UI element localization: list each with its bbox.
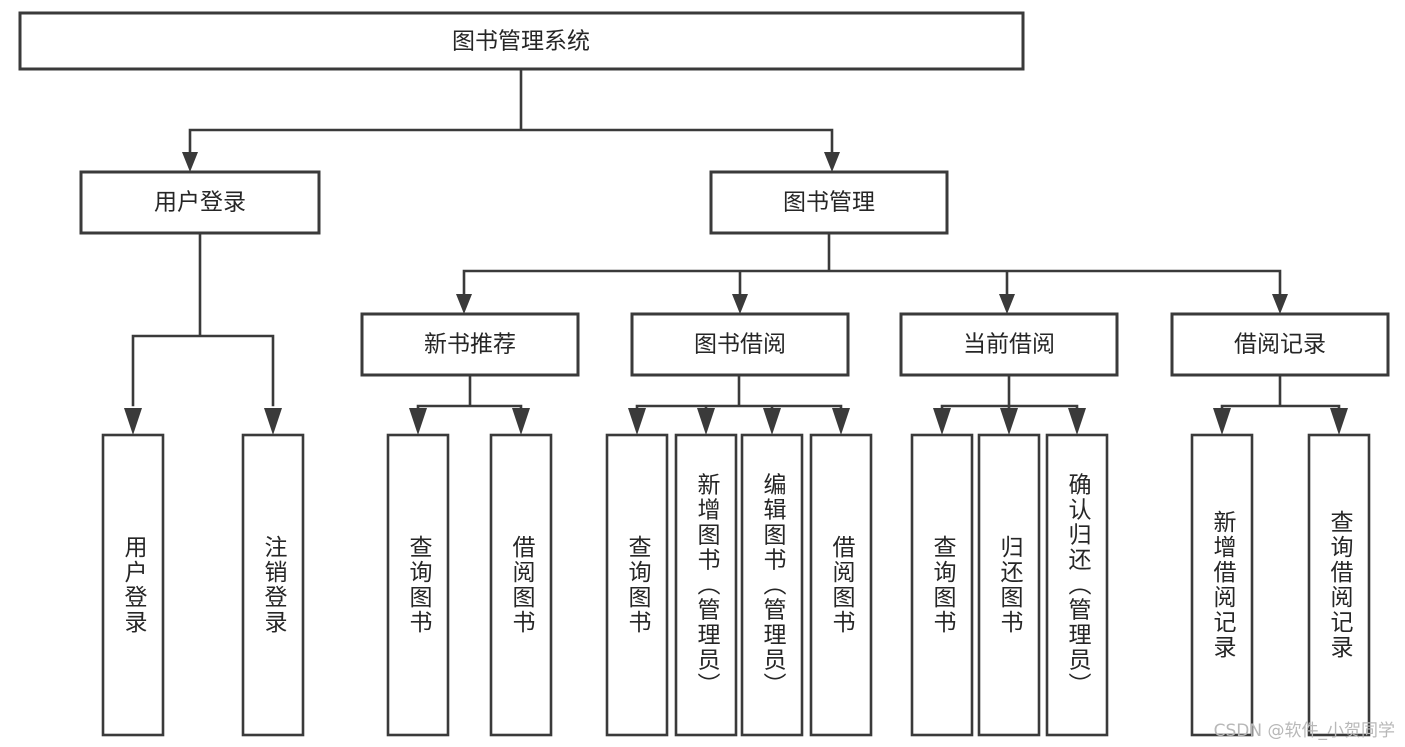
connector-borrow-record-to-leaves bbox=[1220, 373, 1341, 417]
node-leaf-edit-book-label: 编辑图书（管理员） bbox=[759, 473, 787, 698]
node-root-box[interactable] bbox=[18, 11, 1025, 71]
node-leaf-logout-login[interactable]: 注销登录 bbox=[241, 433, 305, 737]
node-leaf-borrow-book-2-label: 借阅图书 bbox=[828, 535, 856, 635]
node-leaf-query-book-3[interactable]: 查询图书 bbox=[910, 433, 974, 737]
node-leaf-confirm-return-box[interactable] bbox=[1045, 433, 1109, 737]
node-leaf-query-book-3-label: 查询图书 bbox=[929, 535, 957, 635]
node-book-borrow-label: 图书借阅 bbox=[694, 332, 786, 358]
node-leaf-logout-login-box[interactable] bbox=[241, 433, 305, 737]
node-root-label: 图书管理系统 bbox=[452, 29, 590, 55]
node-leaf-user-login-box[interactable] bbox=[101, 433, 165, 737]
arrow-to-book-borrow bbox=[732, 294, 748, 314]
node-leaf-return-book-label: 归还图书 bbox=[996, 535, 1024, 635]
connector-book-manage-to-level2 bbox=[462, 231, 1282, 304]
node-current-borrow-label: 当前借阅 bbox=[963, 332, 1055, 358]
connector-new-book-to-leaves bbox=[416, 373, 523, 417]
node-leaf-confirm-return[interactable]: 确认归还（管理员） bbox=[1045, 433, 1109, 737]
node-leaf-add-record-box[interactable] bbox=[1190, 433, 1254, 737]
node-new-book-recommend[interactable]: 新书推荐 bbox=[360, 312, 580, 377]
node-new-book-recommend-label: 新书推荐 bbox=[424, 332, 516, 358]
node-leaf-borrow-book-1-box[interactable] bbox=[489, 433, 553, 737]
connector-root-to-level1 bbox=[188, 67, 834, 162]
node-leaf-query-record[interactable]: 查询借阅记录 bbox=[1307, 433, 1371, 737]
arrow-root-to-book-manage bbox=[824, 152, 840, 172]
arrow-to-leaf-confirm-return bbox=[1068, 408, 1086, 435]
node-book-manage-box[interactable] bbox=[709, 170, 949, 235]
node-leaf-add-book-box[interactable] bbox=[674, 433, 738, 737]
arrow-to-leaf-query-book-2 bbox=[628, 408, 646, 435]
arrow-to-leaf-borrow-book-1 bbox=[512, 408, 530, 435]
node-leaf-edit-book[interactable]: 编辑图书（管理员） bbox=[740, 433, 804, 737]
node-current-borrow-box[interactable] bbox=[899, 312, 1119, 377]
node-leaf-add-record-label: 新增借阅记录 bbox=[1209, 510, 1237, 660]
node-leaf-query-book-1[interactable]: 查询图书 bbox=[386, 433, 450, 737]
node-leaf-add-book-label: 新增图书（管理员） bbox=[693, 473, 721, 698]
arrow-to-new-book-recommend bbox=[456, 294, 472, 314]
node-new-book-recommend-box[interactable] bbox=[360, 312, 580, 377]
node-leaf-add-record[interactable]: 新增借阅记录 bbox=[1190, 433, 1254, 737]
arrow-to-leaf-add-book bbox=[697, 408, 715, 435]
node-leaf-edit-book-box[interactable] bbox=[740, 433, 804, 737]
node-leaf-user-login[interactable]: 用户登录 bbox=[101, 433, 165, 737]
arrow-to-leaf-return-book bbox=[1000, 408, 1018, 435]
node-leaf-borrow-book-1-label: 借阅图书 bbox=[508, 535, 536, 635]
node-leaf-confirm-return-label: 确认归还（管理员） bbox=[1064, 473, 1092, 698]
node-leaf-query-book-2-box[interactable] bbox=[605, 433, 669, 737]
node-leaf-user-login-label: 用户登录 bbox=[120, 535, 148, 635]
arrow-to-leaf-user-login bbox=[124, 408, 142, 435]
node-book-borrow[interactable]: 图书借阅 bbox=[630, 312, 850, 377]
node-leaf-borrow-book-2[interactable]: 借阅图书 bbox=[809, 433, 873, 737]
connector-user-login-to-leaves bbox=[131, 231, 275, 407]
arrow-to-leaf-borrow-book-2 bbox=[832, 408, 850, 435]
node-book-manage-label: 图书管理 bbox=[783, 190, 875, 216]
arrow-to-leaf-logout-login bbox=[264, 408, 282, 435]
node-book-manage[interactable]: 图书管理 bbox=[709, 170, 949, 235]
arrow-to-leaf-edit-book bbox=[763, 408, 781, 435]
node-leaf-query-book-2-label: 查询图书 bbox=[624, 535, 652, 635]
node-leaf-borrow-book-1[interactable]: 借阅图书 bbox=[489, 433, 553, 737]
node-user-login-box[interactable] bbox=[79, 170, 321, 235]
connectors-layer bbox=[124, 67, 1348, 435]
node-borrow-record-label: 借阅记录 bbox=[1234, 332, 1326, 358]
node-leaf-add-book[interactable]: 新增图书（管理员） bbox=[674, 433, 738, 737]
node-borrow-record[interactable]: 借阅记录 bbox=[1170, 312, 1390, 377]
node-current-borrow[interactable]: 当前借阅 bbox=[899, 312, 1119, 377]
node-borrow-record-box[interactable] bbox=[1170, 312, 1390, 377]
node-leaf-return-book[interactable]: 归还图书 bbox=[977, 433, 1041, 737]
node-root[interactable]: 图书管理系统 bbox=[18, 11, 1025, 71]
node-user-login-label: 用户登录 bbox=[154, 190, 246, 216]
node-leaf-logout-login-label: 注销登录 bbox=[260, 535, 288, 635]
arrow-to-leaf-add-record bbox=[1213, 408, 1231, 435]
node-leaf-query-book-2[interactable]: 查询图书 bbox=[605, 433, 669, 737]
arrow-root-to-user-login bbox=[182, 152, 198, 172]
node-leaf-query-book-1-label: 查询图书 bbox=[405, 535, 433, 635]
node-leaf-query-record-box[interactable] bbox=[1307, 433, 1371, 737]
arrow-to-borrow-record bbox=[1272, 294, 1288, 314]
arrow-to-current-borrow bbox=[999, 294, 1015, 314]
arrow-to-leaf-query-book-3 bbox=[933, 408, 951, 435]
connector-book-borrow-to-leaves bbox=[635, 373, 843, 417]
node-leaf-query-record-label: 查询借阅记录 bbox=[1326, 510, 1354, 660]
arrow-to-leaf-query-book-1 bbox=[409, 408, 427, 435]
node-leaf-return-book-box[interactable] bbox=[977, 433, 1041, 737]
csdn-watermark: CSDN @软件_小贺同学 bbox=[1213, 721, 1395, 741]
node-leaf-borrow-book-2-box[interactable] bbox=[809, 433, 873, 737]
node-leaf-query-book-3-box[interactable] bbox=[910, 433, 974, 737]
node-leaf-query-book-1-box[interactable] bbox=[386, 433, 450, 737]
node-user-login[interactable]: 用户登录 bbox=[79, 170, 321, 235]
node-book-borrow-box[interactable] bbox=[630, 312, 850, 377]
arrow-to-leaf-query-record bbox=[1330, 408, 1348, 435]
